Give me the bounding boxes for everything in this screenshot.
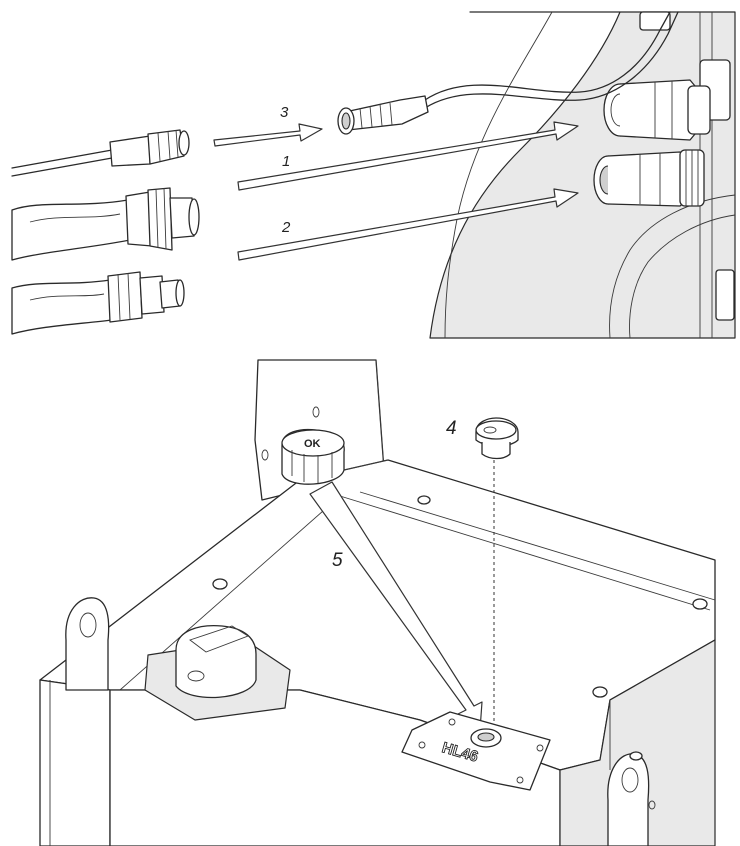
- callout-1: 1: [282, 153, 290, 170]
- knob-label: OK: [304, 438, 321, 450]
- callout-4: 4: [446, 418, 457, 439]
- dipstick-knob: OK: [281, 428, 345, 485]
- label-plate: HL46: [401, 711, 551, 791]
- callout-3: 3: [280, 104, 289, 121]
- filler-cap: [144, 624, 291, 721]
- box-front-left: [39, 679, 111, 846]
- lifting-lug-left: [65, 597, 110, 691]
- callout-5: 5: [332, 550, 343, 571]
- arrow-icon: [237, 188, 579, 261]
- filler-plug: [475, 417, 519, 460]
- hose-2: [11, 271, 185, 335]
- sensor-cable-connector: [337, 11, 679, 135]
- arrow-icon: [309, 481, 483, 731]
- bottom-panel: OK 5 4 HL46: [39, 359, 716, 846]
- top-panel: 3 1 2: [11, 11, 736, 339]
- arrow-icon: [213, 123, 323, 147]
- hose-1: [11, 187, 200, 261]
- callout-2: 2: [281, 219, 291, 236]
- socket-lower: [593, 149, 705, 207]
- socket-upper: [603, 79, 711, 141]
- plug-cable: [11, 129, 190, 177]
- arrow-icon: [237, 121, 579, 191]
